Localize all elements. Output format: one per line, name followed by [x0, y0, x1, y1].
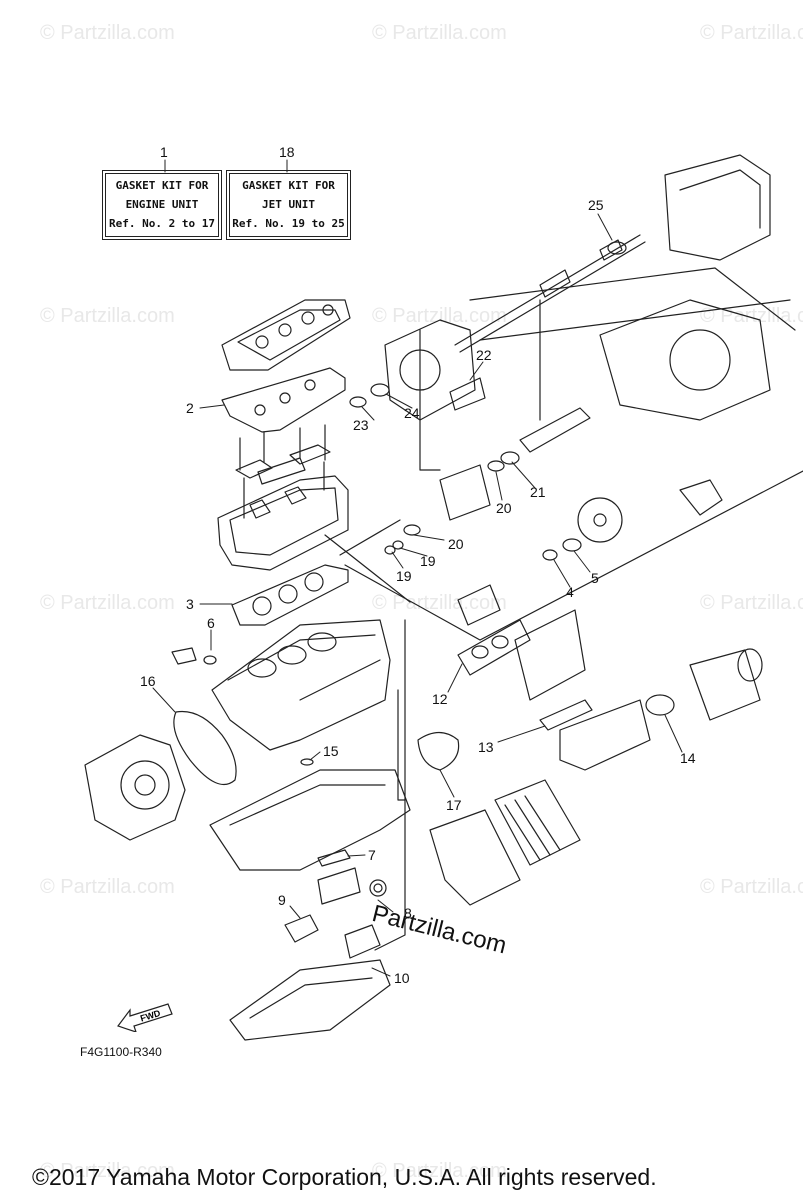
seal-20	[403, 524, 421, 536]
callout-9: 9	[278, 892, 286, 908]
watermark: © Partzilla.com	[40, 22, 175, 44]
diagram-code: F4G1100-R340	[80, 1045, 162, 1059]
gasket-17	[417, 731, 460, 771]
mid-shaft	[439, 407, 591, 521]
seal-5	[562, 538, 582, 552]
frame-line	[419, 329, 441, 471]
callout-20a: 20	[496, 500, 512, 516]
watermark: © Partzilla.com	[372, 592, 507, 614]
frame-line	[324, 534, 411, 603]
oil-pump	[284, 867, 387, 959]
callout-25: 25	[588, 197, 604, 213]
callout-3: 3	[186, 596, 194, 612]
oring-25	[607, 241, 627, 255]
watermark: © Partzilla.com	[700, 876, 803, 898]
watermark: © Partzilla.com	[372, 22, 507, 44]
cylinder-head	[217, 461, 349, 571]
frame-line	[374, 619, 406, 951]
head-gasket	[231, 564, 349, 626]
oring-15	[300, 758, 314, 766]
watermark: © Partzilla.com	[40, 1160, 175, 1182]
callout-19b: 19	[396, 568, 412, 584]
cover-gasket	[221, 367, 346, 433]
callout-12: 12	[432, 691, 448, 707]
watermark: © Partzilla.com	[700, 592, 803, 614]
gasket-7	[317, 849, 351, 867]
watermark: © Partzilla.com	[40, 305, 175, 327]
impeller	[577, 479, 723, 543]
callout-10: 10	[394, 970, 410, 986]
watermark: © Partzilla.com	[40, 876, 175, 898]
frame-line	[479, 299, 791, 341]
frame-line	[344, 470, 803, 641]
seal-19	[384, 545, 396, 555]
kit-line: Ref. No. 19 to 25	[232, 217, 345, 230]
gasket-kit-engine-box: GASKET KIT FOR ENGINE UNIT Ref. No. 2 to…	[102, 170, 222, 240]
callout-5: 5	[591, 570, 599, 586]
callout-24: 24	[404, 405, 420, 421]
callout-8: 8	[404, 905, 412, 921]
coupler	[457, 584, 501, 626]
gasket-16	[173, 710, 237, 785]
drive-shaft	[454, 234, 646, 353]
muffler	[539, 694, 675, 771]
plate-gasket	[429, 809, 521, 906]
watermark: © Partzilla.com	[40, 592, 175, 614]
callout-23: 23	[353, 417, 369, 433]
watermark: © Partzilla.com	[372, 1160, 507, 1182]
callout-15: 15	[323, 743, 339, 759]
callout-17: 17	[446, 797, 462, 813]
callout-14: 14	[680, 750, 696, 766]
exhaust-manifold	[457, 609, 586, 701]
leader-lines	[152, 159, 683, 977]
oil-cooler	[494, 779, 581, 866]
seal-24	[370, 383, 390, 397]
side-cover	[84, 734, 186, 841]
frame-line	[397, 689, 406, 801]
callout-21: 21	[530, 484, 546, 500]
watermark: © Partzilla.com	[372, 305, 507, 327]
callout-18: 18	[279, 144, 295, 160]
callout-6: 6	[207, 615, 215, 631]
pump-housing	[384, 319, 476, 421]
frame-line	[469, 267, 796, 331]
callout-19a: 19	[420, 553, 436, 569]
copyright-notice: ©2017 Yamaha Motor Corporation, U.S.A. A…	[32, 1164, 657, 1190]
seal-19b	[392, 540, 404, 550]
impeller-housing	[599, 299, 771, 421]
callout-2: 2	[186, 400, 194, 416]
callout-1: 1	[160, 144, 168, 160]
fwd-arrow-icon: FWD	[117, 1003, 173, 1032]
sensor-6	[171, 647, 217, 665]
callout-13: 13	[478, 739, 494, 755]
kit-line: GASKET KIT FOR	[242, 179, 335, 192]
callout-4: 4	[566, 584, 574, 600]
callout-22: 22	[476, 347, 492, 363]
kit-line: GASKET KIT FOR	[115, 179, 209, 192]
callout-20b: 20	[448, 536, 464, 552]
kit-line: ENGINE UNIT	[125, 198, 199, 211]
exhaust-pipe	[689, 648, 763, 721]
kit-line: Ref. No. 2 to 17	[109, 217, 215, 230]
kit-line: JET UNIT	[262, 198, 315, 211]
callout-16: 16	[140, 673, 156, 689]
callout-7: 7	[368, 847, 376, 863]
crankcase	[209, 769, 411, 871]
cam-caps	[235, 424, 331, 485]
cylinder-block	[211, 619, 391, 751]
oil-pan	[229, 959, 391, 1041]
gasket-22	[449, 377, 486, 411]
seal-4	[542, 549, 558, 561]
jet-nozzle	[664, 154, 771, 261]
seal-23	[349, 396, 367, 408]
gasket-kit-jet-box: GASKET KIT FOR JET UNIT Ref. No. 19 to 2…	[226, 170, 351, 240]
head-cover	[221, 299, 351, 371]
watermark: © Partzilla.com	[700, 22, 803, 44]
